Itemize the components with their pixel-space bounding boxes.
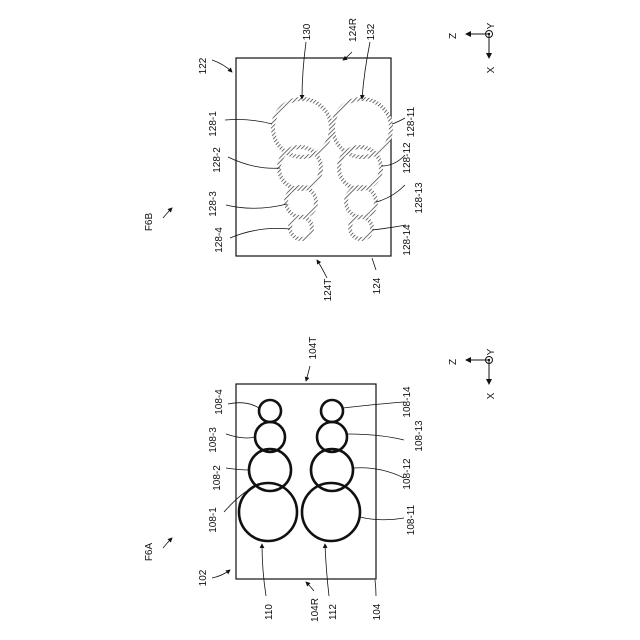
axis-x-label-6b: X bbox=[486, 66, 497, 73]
label-128-12: 128-12 bbox=[402, 142, 413, 174]
label-124T: 124T bbox=[323, 279, 334, 302]
ring-128-4 bbox=[290, 217, 312, 239]
axis-triad-6a: Z Y X bbox=[448, 348, 497, 399]
label-108-2: 108-2 bbox=[212, 465, 223, 491]
label-108-11: 108-11 bbox=[406, 504, 417, 535]
label-124: 124 bbox=[372, 277, 383, 294]
label-104T: 104T bbox=[308, 337, 319, 360]
ring-108-14 bbox=[321, 400, 343, 422]
ring-128-12 bbox=[339, 147, 381, 189]
label-130: 130 bbox=[302, 23, 313, 40]
axis-triad-6b: Z Y X bbox=[448, 22, 497, 73]
ring-column-112 bbox=[302, 400, 360, 541]
label-128-4: 128-4 bbox=[214, 227, 225, 253]
label-128-3: 128-3 bbox=[208, 191, 219, 217]
axis-x-label-6a: X bbox=[486, 392, 497, 399]
ring-108-13 bbox=[317, 422, 347, 452]
label-124R: 124R bbox=[348, 18, 359, 42]
ring-column-132 bbox=[333, 99, 391, 239]
axis-z-label-6b: Z bbox=[448, 33, 459, 39]
axis-z-label-6a: Z bbox=[448, 359, 459, 365]
label-108-4: 108-4 bbox=[214, 389, 225, 415]
label-108-14: 108-14 bbox=[402, 386, 413, 418]
figure-6b: F6B 122 130 124R 132 124T 124 128-1 128-… bbox=[144, 18, 497, 301]
label-128-13: 128-13 bbox=[414, 182, 425, 214]
ring-column-130 bbox=[273, 99, 331, 239]
ring-108-4 bbox=[259, 400, 281, 422]
leader-lines-6a bbox=[163, 366, 404, 596]
label-102: 102 bbox=[198, 569, 209, 586]
ring-128-14 bbox=[350, 217, 372, 239]
label-104: 104 bbox=[372, 603, 383, 620]
label-110: 110 bbox=[264, 604, 275, 620]
label-122: 122 bbox=[198, 57, 209, 74]
label-128-11: 128-11 bbox=[406, 106, 417, 137]
ring-128-13 bbox=[346, 187, 376, 217]
ring-128-2 bbox=[279, 147, 321, 189]
label-128-1: 128-1 bbox=[208, 111, 219, 137]
label-132: 132 bbox=[366, 23, 377, 40]
label-108-3: 108-3 bbox=[208, 427, 219, 453]
label-104R: 104R bbox=[310, 598, 321, 622]
label-128-14: 128-14 bbox=[402, 224, 413, 256]
label-figure-6a: F6A bbox=[144, 543, 155, 562]
frame-102 bbox=[236, 384, 376, 579]
leader-lines-6b bbox=[163, 42, 406, 278]
figure-6a: F6A 102 104T 110 104R 112 104 108-1 108-… bbox=[144, 337, 497, 622]
axis-y-label-6a: Y bbox=[486, 348, 497, 355]
ring-column-110 bbox=[239, 400, 297, 541]
ring-128-3 bbox=[286, 187, 316, 217]
label-figure-6b: F6B bbox=[144, 213, 155, 232]
ring-108-12 bbox=[311, 449, 353, 491]
ring-108-2 bbox=[249, 449, 291, 491]
label-108-12: 108-12 bbox=[402, 458, 413, 490]
axis-y-label-6b: Y bbox=[486, 22, 497, 29]
label-128-2: 128-2 bbox=[212, 147, 223, 173]
label-108-13: 108-13 bbox=[414, 420, 425, 452]
label-108-1: 108-1 bbox=[208, 507, 219, 533]
label-112: 112 bbox=[328, 604, 339, 620]
ring-108-3 bbox=[255, 422, 285, 452]
